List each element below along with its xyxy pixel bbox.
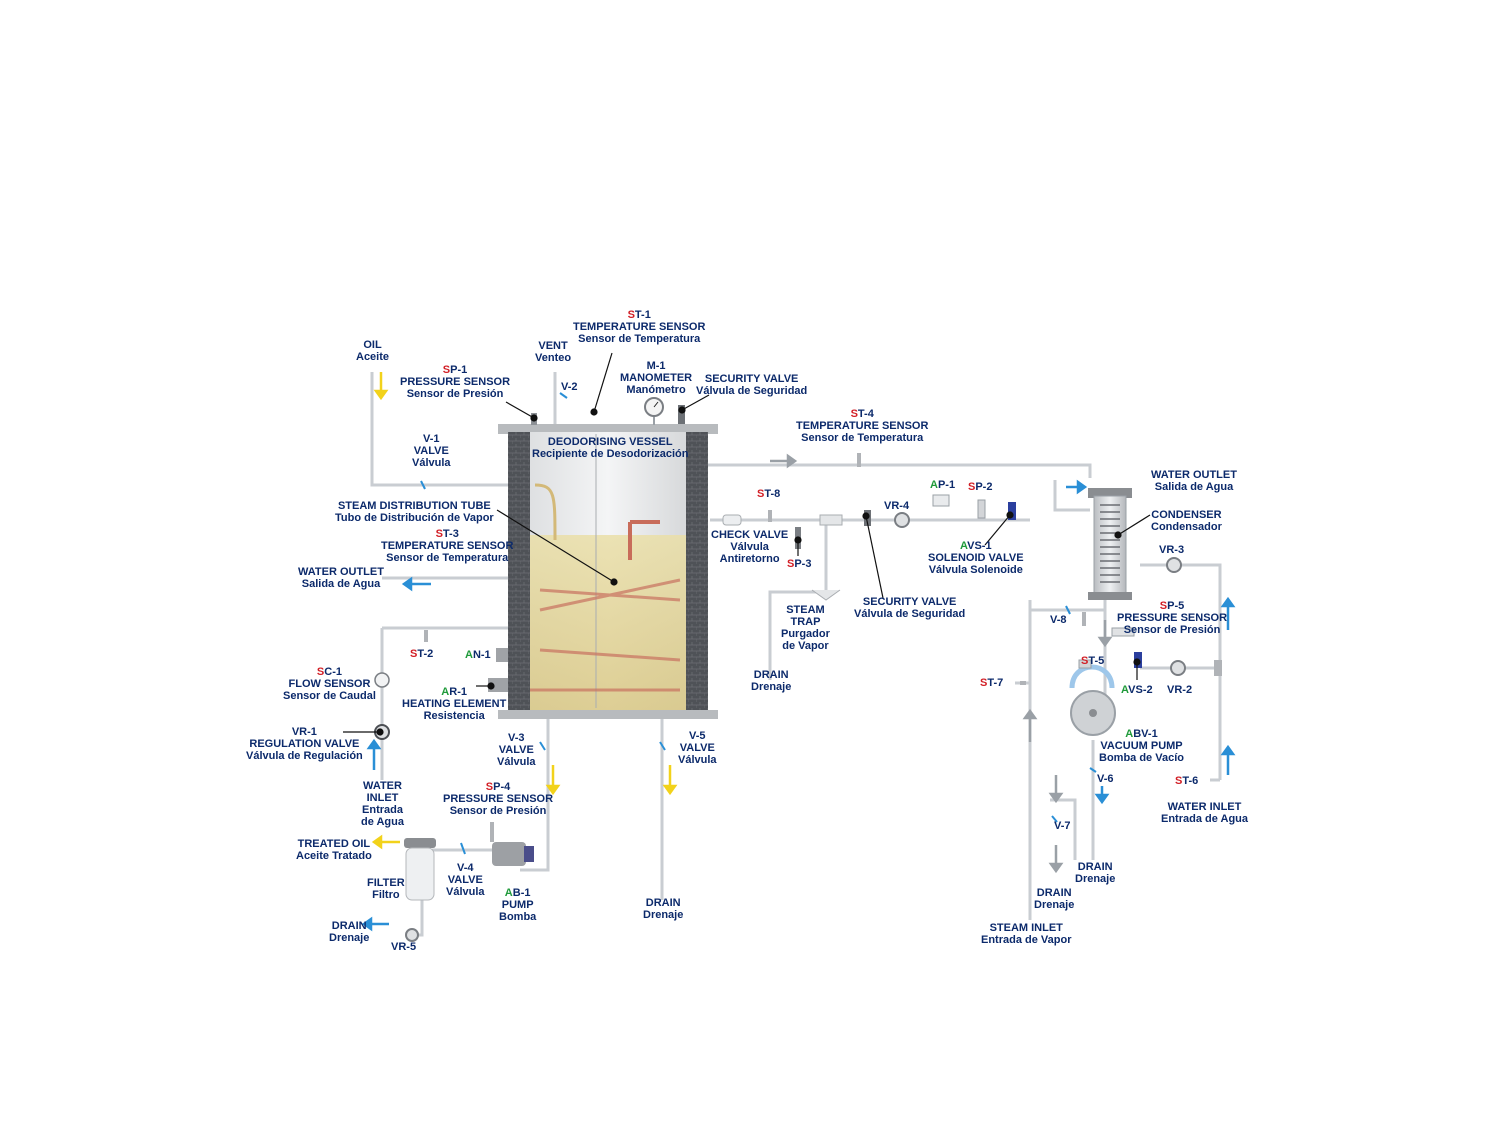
label-vr5: VR-5 [391, 941, 417, 953]
an1-level-sensor [496, 648, 508, 662]
vr2-fitting [1214, 660, 1222, 676]
steam-trap-body [811, 589, 841, 601]
label-ap1: AP-1 [930, 479, 956, 491]
label-avs2: AVS-2 [1121, 684, 1153, 696]
check-valve-body [722, 514, 742, 526]
tee-fitting [819, 514, 843, 526]
label-st7: ST-7 [980, 677, 1004, 689]
label-v7: V-7 [1054, 820, 1071, 832]
sp5-sensor [1111, 627, 1135, 637]
vr4-valve [894, 512, 910, 528]
label-v2: V-2 [561, 381, 578, 393]
leader-lines [343, 352, 1151, 736]
flow-arrows [361, 372, 1236, 932]
label-vr4: VR-4 [884, 500, 910, 512]
label-st8: ST-8 [757, 488, 781, 500]
filter-unit [404, 838, 436, 901]
label-v8: V-8 [1050, 614, 1067, 626]
label-st5: ST-5 [1081, 655, 1105, 667]
ap1-device [932, 494, 950, 507]
sp2-sensor [977, 499, 986, 519]
condenser-unit [1088, 488, 1132, 600]
vr3-valve [1166, 557, 1182, 573]
label-an1: AN-1 [465, 649, 491, 661]
deodorising-vessel [498, 424, 718, 719]
manometer-gauge [644, 397, 664, 425]
pump-ab1 [492, 842, 534, 866]
label-sp3: SP-3 [787, 558, 812, 570]
label-vr2: VR-2 [1167, 684, 1193, 696]
label-st2: ST-2 [410, 648, 434, 660]
avs1-solenoid [1008, 502, 1016, 520]
vr2-valve [1170, 660, 1186, 676]
label-st6: ST-6 [1175, 775, 1199, 787]
label-sp2: SP-2 [968, 481, 993, 493]
vacuum-pump-abv1 [1069, 664, 1116, 736]
label-v6: V-6 [1097, 773, 1114, 785]
security-valve-top [678, 405, 685, 424]
sc1-flow-sensor [374, 672, 390, 688]
label-vr3: VR-3 [1159, 544, 1185, 556]
vr5-valve [405, 928, 419, 942]
